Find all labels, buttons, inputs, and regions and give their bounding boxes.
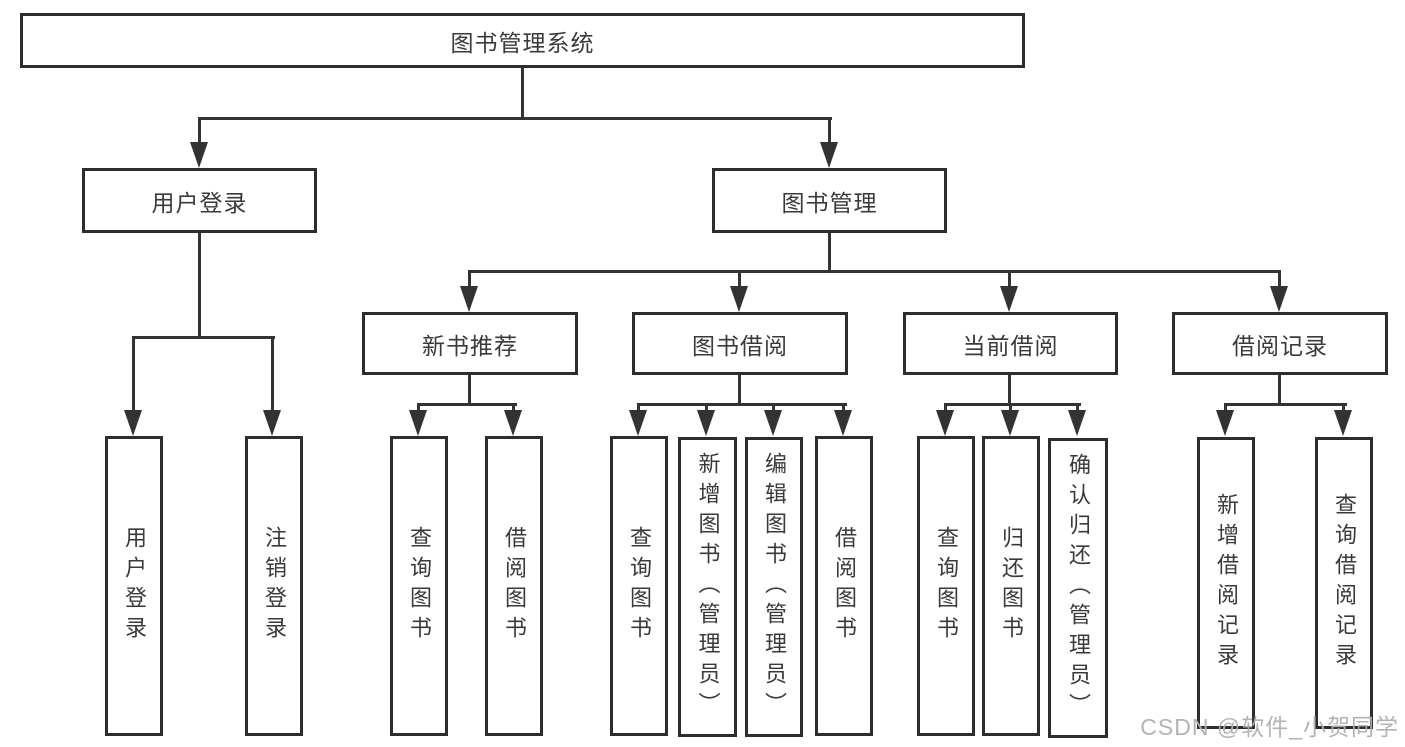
connector-line bbox=[468, 375, 471, 406]
arrow-down-icon bbox=[730, 286, 748, 312]
leaf-label: 确认归还（管理员） bbox=[1066, 453, 1091, 723]
leaf-label: 借阅图书 bbox=[832, 526, 857, 646]
leaf-borrow-books-borrowing: 借阅图书 bbox=[815, 436, 873, 736]
connector-line bbox=[271, 336, 274, 414]
connector-line bbox=[944, 403, 947, 413]
connector-line bbox=[1008, 270, 1011, 288]
connector-line bbox=[637, 403, 847, 406]
node-book-management-module: 图书管理 bbox=[712, 168, 947, 233]
connector-line bbox=[132, 336, 135, 414]
leaf-label: 查询图书 bbox=[407, 526, 432, 646]
arrow-down-icon bbox=[1068, 410, 1086, 436]
connector-line bbox=[1342, 403, 1345, 413]
leaf-confirm-return-admin: 确认归还（管理员） bbox=[1048, 438, 1108, 738]
connector-line bbox=[417, 403, 517, 406]
connector-line bbox=[944, 403, 1081, 406]
connector-line bbox=[468, 270, 1281, 273]
arrow-down-icon bbox=[1334, 410, 1352, 436]
csdn-watermark: CSDN @软件_小贺同学 bbox=[1140, 714, 1399, 740]
leaf-edit-book-admin: 编辑图书（管理员） bbox=[745, 437, 803, 737]
leaf-label: 注销登录 bbox=[262, 526, 287, 646]
connector-line bbox=[417, 403, 420, 413]
arrow-down-icon bbox=[1001, 410, 1019, 436]
leaf-query-books-recommend: 查询图书 bbox=[390, 436, 448, 736]
connector-line bbox=[705, 403, 708, 413]
connector-line bbox=[1278, 270, 1281, 288]
connector-line bbox=[1224, 403, 1227, 413]
arrow-down-icon bbox=[1216, 410, 1234, 436]
connector-line bbox=[828, 233, 831, 273]
connector-line bbox=[1076, 403, 1079, 413]
node-book-borrowing: 图书借阅 bbox=[632, 312, 848, 375]
leaf-label: 归还图书 bbox=[999, 526, 1024, 646]
connector-line bbox=[637, 403, 640, 413]
connector-line bbox=[772, 403, 775, 413]
leaf-query-borrow-record: 查询借阅记录 bbox=[1315, 437, 1373, 729]
connector-line bbox=[198, 233, 201, 339]
leaf-label: 新增借阅记录 bbox=[1214, 493, 1239, 673]
connector-line bbox=[512, 403, 515, 413]
arrow-down-icon bbox=[124, 410, 142, 436]
connector-line bbox=[828, 117, 831, 145]
node-current-borrowing: 当前借阅 bbox=[903, 312, 1118, 375]
connector-line bbox=[1224, 403, 1347, 406]
leaf-label: 查询图书 bbox=[627, 526, 652, 646]
connector-line bbox=[738, 375, 741, 406]
connector-line bbox=[198, 117, 832, 120]
arrow-down-icon bbox=[190, 142, 208, 168]
connector-line bbox=[198, 117, 201, 145]
leaf-query-books-current: 查询图书 bbox=[917, 436, 975, 736]
node-new-book-recommend: 新书推荐 bbox=[362, 312, 578, 375]
arrow-down-icon bbox=[1000, 286, 1018, 312]
connector-line bbox=[842, 403, 845, 413]
leaf-label: 用户登录 bbox=[122, 526, 147, 646]
connector-line bbox=[521, 68, 524, 119]
arrow-down-icon bbox=[697, 410, 715, 436]
arrow-down-icon bbox=[936, 410, 954, 436]
arrow-down-icon bbox=[1270, 286, 1288, 312]
leaf-query-books-borrowing: 查询图书 bbox=[610, 436, 668, 736]
leaf-label: 查询图书 bbox=[934, 526, 959, 646]
arrow-down-icon bbox=[764, 410, 782, 436]
leaf-label: 查询借阅记录 bbox=[1332, 493, 1357, 673]
leaf-label: 借阅图书 bbox=[502, 526, 527, 646]
node-borrowing-records: 借阅记录 bbox=[1172, 312, 1388, 375]
connector-line bbox=[132, 336, 275, 339]
leaf-label: 编辑图书（管理员） bbox=[762, 452, 787, 722]
connector-line bbox=[738, 270, 741, 288]
leaf-user-login: 用户登录 bbox=[105, 436, 163, 736]
arrow-down-icon bbox=[504, 410, 522, 436]
leaf-add-borrow-record: 新增借阅记录 bbox=[1197, 437, 1255, 729]
connector-line bbox=[1009, 403, 1012, 413]
leaf-return-book: 归还图书 bbox=[982, 436, 1040, 736]
leaf-label: 新增图书（管理员） bbox=[695, 452, 721, 722]
arrow-down-icon bbox=[820, 142, 838, 168]
node-user-login-module: 用户登录 bbox=[82, 168, 317, 233]
leaf-logout: 注销登录 bbox=[245, 436, 303, 736]
node-root-system: 图书管理系统 bbox=[20, 13, 1025, 68]
arrow-down-icon bbox=[834, 410, 852, 436]
leaf-add-book-admin: 新增图书（管理员） bbox=[678, 437, 737, 737]
arrow-down-icon bbox=[409, 410, 427, 436]
arrow-down-icon bbox=[460, 286, 478, 312]
leaf-borrow-books-recommend: 借阅图书 bbox=[485, 436, 543, 736]
connector-line bbox=[468, 270, 471, 288]
connector-line bbox=[1278, 375, 1281, 406]
arrow-down-icon bbox=[263, 410, 281, 436]
arrow-down-icon bbox=[629, 410, 647, 436]
connector-line bbox=[1008, 375, 1011, 406]
